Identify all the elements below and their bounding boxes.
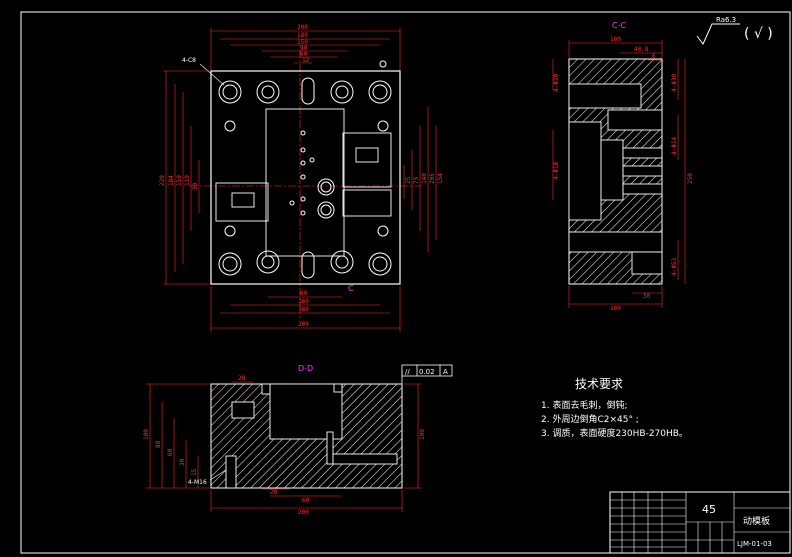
side-dim-right-3: 250 [687,173,694,184]
section-marker-c: C [348,284,354,293]
side-view: C-C [552,21,694,312]
tech-req-item-3: 3. 调质，表面硬度230HB-270HB。 [541,427,688,439]
side-dim-left-2: 4-Φ18 [553,162,560,180]
drawing-frame [20,11,791,554]
side-dim-top-3: 6 [652,53,656,60]
front-view: D-D // 0.02 A [143,364,453,516]
side-dim-top-1: 100 [610,36,621,43]
front-dim-top-1: 20 [238,375,246,382]
dim-top-6: 12 [302,57,310,64]
dim-left-4: 110 [184,175,191,186]
tech-req-title: 技术要求 [575,377,623,391]
dim-right-4: 205 [429,173,436,184]
tolerance-datum: A [443,368,448,376]
front-dim-left-5: 15 [191,468,198,476]
tolerance-value: 0.02 [419,368,435,376]
dim-right-3: 140 [421,173,428,184]
front-dim-bottom-3: 200 [298,509,309,516]
hole-note: 4-C8 [182,57,196,64]
front-dim-bottom-1: 20 [270,489,278,496]
roughness-symbol: Ra6.3 ( √ ) [696,16,773,45]
title-material: 45 [702,503,716,516]
tolerance-symbol: // [405,368,410,376]
dim-bottom-4: 200 [298,321,309,328]
dim-top-2: 180 [297,32,308,39]
title-drawing-code: LJM-01-03 [737,540,772,548]
dim-left-2: 184 [168,175,175,186]
front-dim-left-4: 30 [179,458,186,466]
front-dim-right-1: 100 [419,429,426,440]
technical-requirements: 技术要求 1. 表面去毛刺，倒钝; 2. 外周边倒角C2×45° ; 3. 调质… [541,377,688,439]
tech-req-item-2: 2. 外周边倒角C2×45° ; [541,413,639,425]
dim-right-1: 25 [405,176,412,184]
side-dim-right-1: 4-Φ30 [671,74,678,92]
dim-right-5: 154 [437,173,444,184]
section-label-dd: D-D [298,364,313,373]
thread-note: 4-M16 [188,479,207,486]
dim-left-5: 30 [192,182,199,190]
tech-req-item-1: 1. 表面去毛刺，倒钝; [541,399,627,411]
dim-top-1: 200 [297,24,308,31]
dim-top-4: 90 [300,45,308,52]
dim-right-2: 75 [413,176,420,184]
title-part-name: 动模板 [743,515,770,527]
side-dim-right-2: 4-Φ14 [671,137,678,155]
plate-outline [210,70,401,285]
roughness-paren: ( √ ) [744,26,773,42]
dim-left-1: 220 [159,175,166,186]
dim-left-3: 150 [176,175,183,186]
side-dim-left-1: 4-Φ20 [553,74,560,92]
side-dim-bottom-1: 100 [610,305,621,312]
dim-top-3: 150 [297,39,308,46]
front-dim-left-3: 60 [167,448,174,456]
side-dim-right-4: 4-Φ53 [671,258,678,276]
front-dim-left-1: 100 [143,429,150,440]
tolerance-frame: // 0.02 A [401,364,453,384]
dim-top-5: 60 [300,51,308,58]
front-dim-left-2: 80 [155,440,162,448]
title-block: 45 动模板 LJM-01-03 [609,491,791,554]
front-dim-bottom-2: 60 [302,497,310,504]
section-label-cc: C-C [612,21,626,30]
side-dim-top-2: 40.8 [634,46,649,53]
dim-bottom-1: 60 [300,290,308,297]
dim-bottom-3: 180 [298,306,309,313]
roughness-value: Ra6.3 [716,16,736,24]
side-dim-bottom-2: 30 [643,293,651,300]
dim-bottom-2: 160 [298,298,309,305]
top-view: 4-C8 [159,24,444,332]
